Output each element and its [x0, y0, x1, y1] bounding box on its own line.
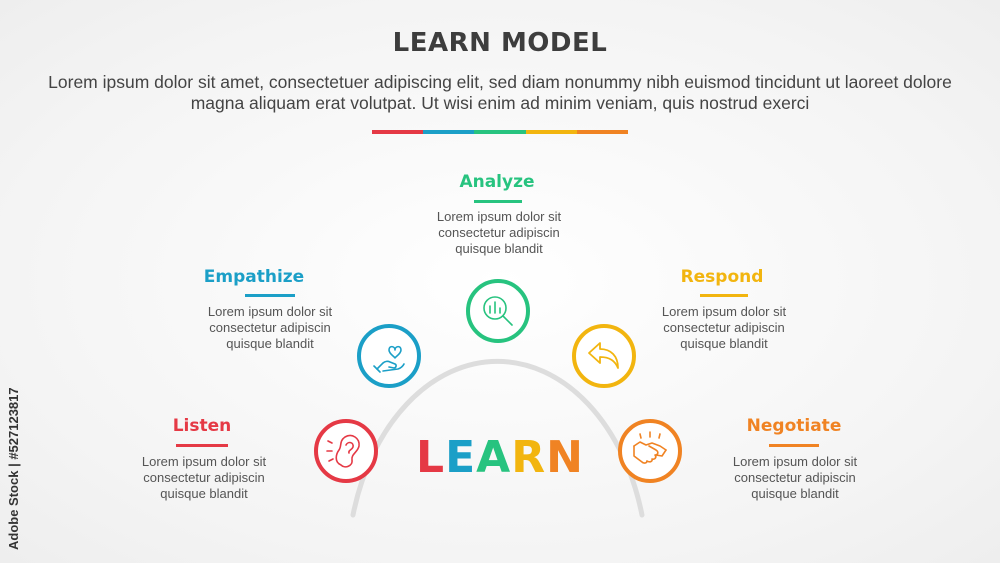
center-letter: E: [445, 432, 477, 483]
center-letter: L: [416, 432, 446, 483]
step-desc-line: Lorem ipsum dolor sit: [207, 304, 333, 319]
color-bar-segment-empathize: [423, 130, 475, 134]
step-underline-respond: [700, 294, 748, 297]
step-desc-analyze: Lorem ipsum dolor sit consectetur adipis…: [409, 209, 589, 257]
step-desc-empathize: Lorem ipsum dolor sit consectetur adipis…: [180, 304, 360, 352]
ear-icon: [326, 434, 360, 468]
step-desc-line: quisque blandit: [751, 486, 839, 501]
arc-track: [350, 358, 645, 518]
color-bar-segment-listen: [372, 130, 424, 134]
node-analyze: [466, 279, 530, 343]
step-desc-line: consectetur adipiscin: [663, 320, 785, 335]
node-ring-negotiate: [618, 419, 682, 483]
color-bar-segment-negotiate: [576, 130, 629, 134]
step-desc-respond: Lorem ipsum dolor sit consectetur adipis…: [634, 304, 814, 352]
step-desc-line: quisque blandit: [455, 241, 543, 256]
center-word: LEARN: [412, 432, 588, 483]
step-desc-line: Lorem ipsum dolor sit: [661, 304, 787, 319]
reply-arrow-icon: [588, 342, 619, 369]
node-ring-respond: [572, 324, 636, 388]
page-title: LEARN MODEL: [392, 28, 608, 58]
center-letter: A: [476, 432, 512, 483]
center-letter: N: [546, 432, 584, 483]
stock-watermark: Adobe Stock | #527123817: [6, 387, 21, 550]
step-underline-analyze: [474, 200, 522, 203]
node-ring-empathize: [357, 324, 421, 388]
node-empathize: [357, 324, 421, 388]
step-title-negotiate: Negotiate: [746, 416, 842, 436]
step-desc-line: Lorem ipsum dolor sit: [141, 454, 267, 469]
node-ring-analyze: [466, 279, 530, 343]
color-bar-segment-respond: [525, 130, 577, 134]
step-desc-line: quisque blandit: [680, 336, 768, 351]
step-underline-empathize: [245, 294, 295, 297]
step-desc-line: quisque blandit: [160, 486, 248, 501]
step-underline-negotiate: [769, 444, 819, 447]
title-color-bar: [372, 130, 629, 134]
node-listen: [314, 419, 378, 483]
handshake-icon: [633, 431, 667, 464]
node-ring-listen: [314, 419, 378, 483]
center-letter: R: [511, 432, 547, 483]
magnifier-chart-icon: [483, 296, 513, 326]
step-desc-line: consectetur adipiscin: [209, 320, 331, 335]
step-desc-line: consectetur adipiscin: [438, 225, 560, 240]
step-desc-line: quisque blandit: [226, 336, 314, 351]
node-negotiate: [618, 419, 682, 483]
step-title-listen: Listen: [172, 416, 232, 436]
page-subtitle: Lorem ipsum dolor sit amet, consectetuer…: [48, 72, 952, 113]
step-underline-listen: [176, 444, 228, 447]
step-title-respond: Respond: [680, 267, 764, 287]
step-title-empathize: Empathize: [203, 267, 305, 287]
step-desc-negotiate: Lorem ipsum dolor sit consectetur adipis…: [705, 454, 885, 502]
step-desc-line: Lorem ipsum dolor sit: [732, 454, 858, 469]
color-bar-segment-analyze: [474, 130, 526, 134]
step-desc-listen: Lorem ipsum dolor sit consectetur adipis…: [114, 454, 294, 502]
step-title-analyze: Analyze: [459, 172, 535, 192]
step-desc-line: Lorem ipsum dolor sit: [436, 209, 562, 224]
heart-hand-icon: [373, 345, 405, 373]
node-respond: [572, 324, 636, 388]
step-desc-line: consectetur adipiscin: [734, 470, 856, 485]
step-desc-line: consectetur adipiscin: [143, 470, 265, 485]
